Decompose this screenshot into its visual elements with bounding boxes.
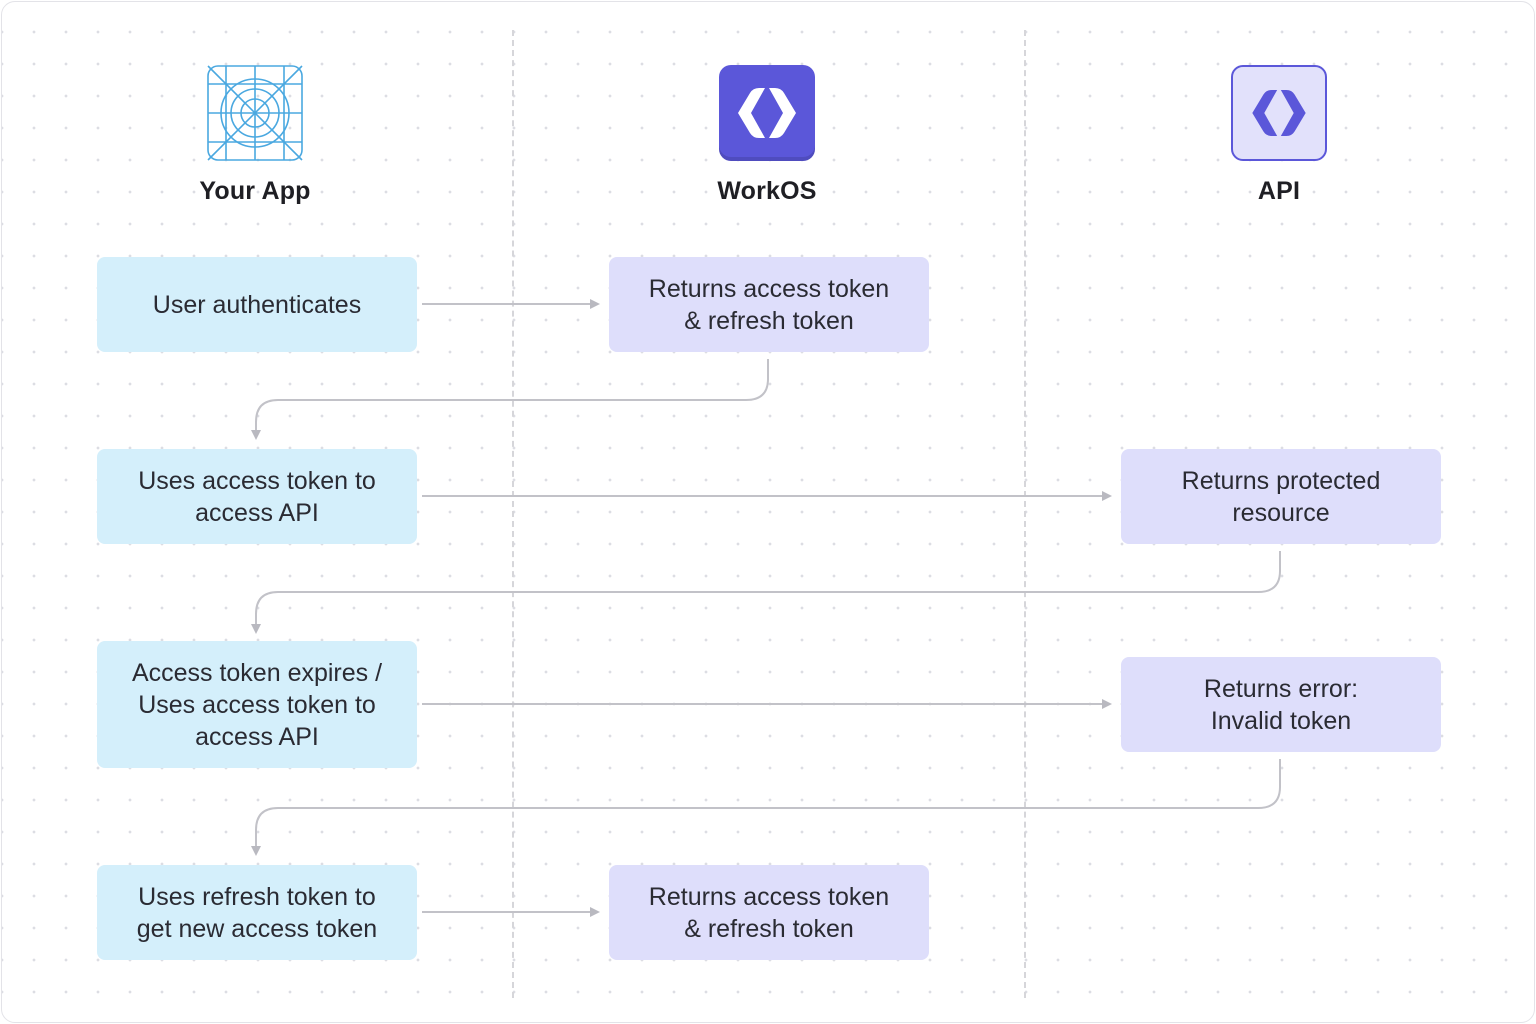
column-api: API <box>1129 65 1429 206</box>
step-returns-tokens: Returns access token & refresh token <box>609 257 929 352</box>
step-returns-error: Returns error: Invalid token <box>1121 657 1441 752</box>
column-title: WorkOS <box>717 177 817 205</box>
return-error-elbow <box>251 759 1281 856</box>
return-resource-elbow <box>251 551 1281 634</box>
return-tokens-elbow <box>251 359 769 440</box>
step-uses-access-token: Uses access token to access API <box>97 449 417 544</box>
lane-divider-1 <box>512 30 514 998</box>
column-title: Your App <box>199 177 311 205</box>
step-uses-refresh-token: Uses refresh token to get new access tok… <box>97 865 417 960</box>
step-returns-protected-resource: Returns protected resource <box>1121 449 1441 544</box>
step-user-authenticates: User authenticates <box>97 257 417 352</box>
column-workos: WorkOS <box>617 65 917 206</box>
column-your-app: Your App <box>105 65 405 206</box>
step-access-token-expires: Access token expires / Uses access token… <box>97 641 417 768</box>
api-logo-icon <box>1231 65 1327 161</box>
app-icon <box>207 65 303 161</box>
lane-divider-2 <box>1024 30 1026 998</box>
workos-logo-icon <box>719 65 815 161</box>
column-title: API <box>1257 177 1301 205</box>
step-returns-new-tokens: Returns access token & refresh token <box>609 865 929 960</box>
